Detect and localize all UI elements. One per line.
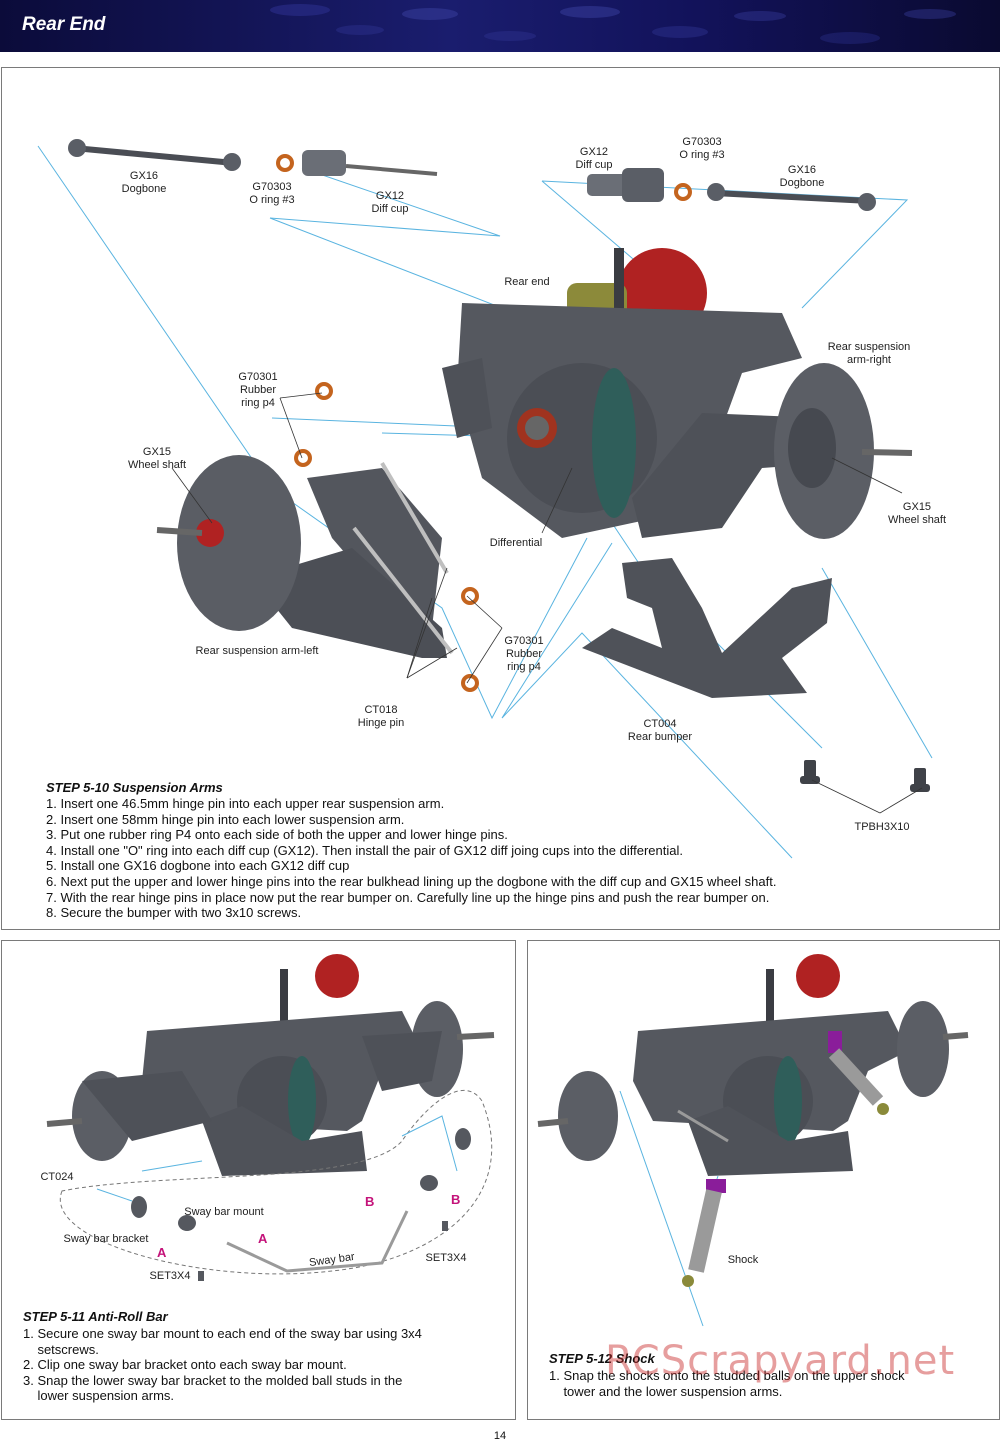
- step-5-12-title: STEP 5-12 Shock: [549, 1351, 655, 1366]
- marker-a-left: A: [157, 1245, 167, 1260]
- instruction-item: 3. Snap the lower sway bar bracket to th…: [23, 1372, 403, 1388]
- step-5-12-panel: Shock STEP 5-12 Shock 1. Snap the shocks…: [527, 940, 1000, 1420]
- instruction-item: 5. Install one GX16 dogbone into each GX…: [46, 858, 350, 874]
- page-title: Rear End: [22, 14, 106, 35]
- o-ring-left: [276, 154, 294, 172]
- gx16-dogbone-right: [707, 183, 876, 211]
- label-ct024: CT024: [40, 1171, 74, 1183]
- instruction-item: 6. Next put the upper and lower hinge pi…: [46, 873, 777, 889]
- sway-bar-parts: [131, 1128, 471, 1281]
- anti-roll-bar-diagram: [46, 954, 495, 1281]
- shock-installed: [828, 1031, 889, 1115]
- gx12-diff-cup-right: [587, 168, 664, 202]
- step-5-11-instructions: 1. Secure one sway bar mount to each end…: [23, 1326, 422, 1404]
- gx16-dogbone-left: [68, 139, 241, 171]
- rear-end-assembled: [46, 954, 495, 1176]
- label-tpbh3x10: TPBH3X10: [854, 821, 910, 833]
- marker-b-right: B: [451, 1192, 461, 1207]
- instruction-item: 7. With the rear hinge pins in place now…: [46, 889, 770, 905]
- step-5-10-title: STEP 5-10 Suspension Arms: [46, 780, 223, 795]
- rubber-rings-p4: [294, 382, 479, 692]
- instruction-item: 1. Insert one 46.5mm hinge pin into each…: [46, 796, 445, 811]
- instruction-item: 1. Snap the shocks onto the studded ball…: [549, 1368, 905, 1383]
- rear-suspension-arm-left-part: [156, 455, 454, 658]
- label-sway-bar-bracket: Sway bar bracket: [63, 1233, 149, 1245]
- rear-end-assembly: [442, 248, 832, 538]
- label-differential: Differential: [489, 537, 543, 549]
- o-ring-right: [674, 183, 692, 201]
- ct024-outline: [59, 1089, 493, 1275]
- step-5-11-panel: CT024 Sway bar mount Sway bar bracket SE…: [1, 940, 516, 1420]
- instruction-item: 2. Clip one sway bar bracket onto each s…: [23, 1357, 347, 1373]
- label-set3x4-left: SET3X4: [149, 1270, 191, 1282]
- label-shock: Shock: [727, 1254, 759, 1266]
- label-rear-end: Rear end: [504, 276, 550, 288]
- instruction-item: tower and the lower suspension arms.: [549, 1383, 783, 1399]
- instruction-item: 4. Install one "O" ring into each diff c…: [46, 842, 683, 858]
- gx15-wheel-shaft-right-part: [774, 363, 913, 539]
- suspension-arms-diagram: [37, 139, 933, 859]
- marker-b-left: B: [365, 1194, 375, 1209]
- shock-diagram: [537, 954, 969, 1327]
- watermark: RCScrapyard.net: [605, 1338, 956, 1384]
- instruction-item: 3. Put one rubber ring P4 onto each side…: [46, 827, 508, 843]
- instruction-item: 2. Insert one 58mm hinge pin into each l…: [46, 811, 405, 827]
- label-set3x4-right: SET3X4: [425, 1252, 467, 1264]
- rear-end-assembled: [537, 954, 969, 1176]
- sway-bar-part: [226, 1210, 409, 1273]
- step-5-10-instructions: 1. Insert one 46.5mm hinge pin into each…: [46, 796, 776, 921]
- label-rear-suspension-arm-left: Rear suspension arm-left: [195, 645, 319, 657]
- instruction-item: lower suspension arms.: [23, 1388, 175, 1404]
- label-sway-bar-mount: Sway bar mount: [184, 1206, 264, 1218]
- step-5-12-instructions: 1. Snap the shocks onto the studded ball…: [549, 1368, 905, 1399]
- ct004-rear-bumper-part: [582, 558, 832, 698]
- leader-lines: [171, 392, 923, 814]
- anti-roll-guide-lines: [96, 1115, 458, 1202]
- page-number: 14: [493, 1430, 507, 1442]
- marker-a-right: A: [258, 1231, 268, 1246]
- instruction-item: setscrews.: [23, 1341, 99, 1357]
- header-pattern: [270, 4, 956, 44]
- instruction-item: 8. Secure the bumper with two 3x10 screw…: [46, 905, 302, 921]
- gx12-diff-cup-left: [302, 150, 438, 176]
- tpbh3x10-screws: [800, 760, 930, 792]
- shock-part: [682, 1179, 726, 1287]
- instruction-item: 1. Secure one sway bar mount to each end…: [23, 1326, 422, 1341]
- step-5-11-title: STEP 5-11 Anti-Roll Bar: [23, 1309, 168, 1324]
- page-header: Rear End: [0, 0, 1000, 52]
